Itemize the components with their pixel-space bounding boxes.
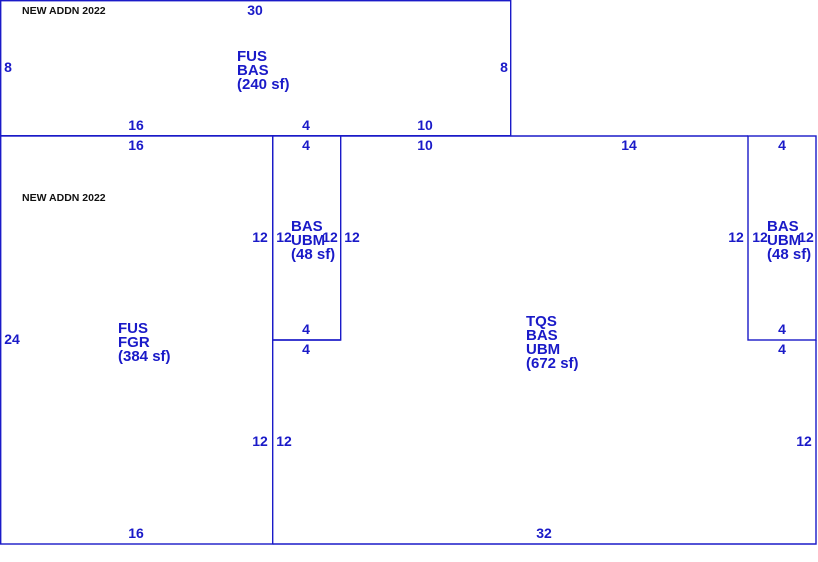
- dim-small-b-right: 12: [798, 229, 814, 245]
- small-bay-b-label: BAS UBM (48 sf): [767, 218, 811, 263]
- dim-upper-left: 8: [4, 59, 12, 75]
- dim-small-a-bottom-in: 4: [302, 321, 310, 337]
- area-size: (672 sf): [526, 355, 579, 372]
- dim-lower-right: 12: [796, 433, 812, 449]
- dim-small-a-left-in: 12: [276, 229, 292, 245]
- area-code: BAS: [291, 218, 323, 235]
- dim-upper-top: 30: [247, 2, 263, 18]
- dim-small-a-top: 4: [302, 137, 310, 153]
- upper-area-label: FUS BAS (240 sf): [237, 48, 290, 93]
- sketch-outlines: [0, 0, 817, 545]
- left-area-label: FUS FGR (384 sf): [118, 320, 171, 365]
- dim-small-b-bottom-out: 4: [778, 341, 786, 357]
- dim-small-b-left-in: 12: [752, 229, 768, 245]
- area-code: TQS: [526, 313, 557, 330]
- dim-lower-left-b: 12: [276, 433, 292, 449]
- dim-upper-bottom-a: 16: [128, 117, 144, 133]
- dim-main-top-b: 14: [621, 137, 637, 153]
- dim-small-a-bottom-out: 4: [302, 341, 310, 357]
- dim-small-a-right-in: 12: [322, 229, 338, 245]
- small-bay-a-label: BAS UBM (48 sf): [291, 218, 335, 263]
- note-new-addition-top: NEW ADDN 2022: [22, 5, 106, 17]
- area-code: UBM: [767, 232, 801, 249]
- dim-small-b-top: 4: [778, 137, 786, 153]
- area-code: BAS: [526, 327, 558, 344]
- dim-small-a-left-out: 12: [252, 229, 268, 245]
- dim-upper-right: 8: [500, 59, 508, 75]
- dim-lower-left-a: 12: [252, 433, 268, 449]
- area-code: FGR: [118, 334, 150, 351]
- area-code: FUS: [118, 320, 148, 337]
- dim-small-b-left-out: 12: [728, 229, 744, 245]
- dim-main-bottom: 32: [536, 525, 552, 541]
- dim-upper-bottom-c: 10: [417, 117, 433, 133]
- dim-left-bottom: 16: [128, 525, 144, 541]
- area-size: (384 sf): [118, 348, 171, 365]
- dim-small-b-bottom-in: 4: [778, 321, 786, 337]
- dim-left-top: 16: [128, 137, 144, 153]
- area-size: (48 sf): [291, 246, 335, 263]
- dim-main-top-a: 10: [417, 137, 433, 153]
- area-code: BAS: [237, 62, 269, 79]
- area-code: FUS: [237, 48, 267, 65]
- area-size: (240 sf): [237, 76, 290, 93]
- area-code: UBM: [291, 232, 325, 249]
- dim-left-side: 24: [4, 331, 20, 347]
- dim-upper-bottom-b: 4: [302, 117, 310, 133]
- area-size: (48 sf): [767, 246, 811, 263]
- note-new-addition-mid: NEW ADDN 2022: [22, 192, 106, 204]
- small-bay-b-outline: [747, 135, 817, 341]
- main-area-outline-right: [272, 340, 817, 545]
- dim-small-a-right-out: 12: [344, 229, 360, 245]
- main-area-label: TQS BAS UBM (672 sf): [526, 313, 579, 372]
- area-code: UBM: [526, 341, 560, 358]
- area-code: BAS: [767, 218, 799, 235]
